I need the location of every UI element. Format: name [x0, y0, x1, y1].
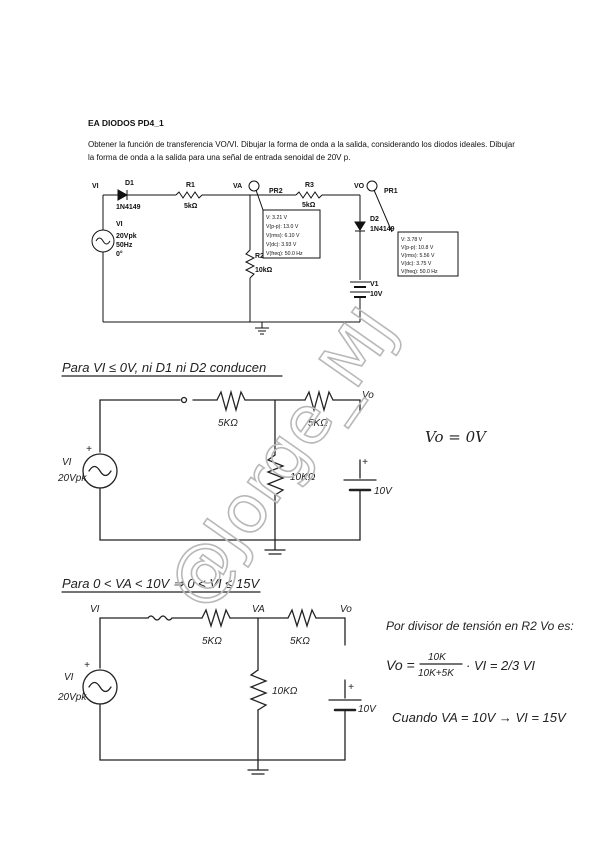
r2-value: 10kΩ	[255, 267, 273, 274]
node-va-label: VA	[233, 183, 242, 190]
case2-battery-plus: +	[348, 682, 354, 693]
v1-value: 10V	[370, 291, 383, 298]
formula-numerator: 10K	[428, 652, 447, 663]
probe1-label: PR1	[384, 188, 398, 195]
case2-node-vi: VI	[90, 604, 100, 615]
case1-r-right: 5KΩ	[308, 418, 328, 429]
pr2-readout-3: V(dc): 3.93 V	[266, 242, 297, 248]
d2-model: 1N4149	[370, 226, 395, 233]
case2-r-right: 5KΩ	[290, 636, 310, 647]
document-title: EA DIODOS PD4_1	[88, 118, 164, 128]
r3-value: 5kΩ	[302, 202, 316, 209]
probe2-label: PR2	[269, 188, 283, 195]
pr1-readout-3: V(dc): 3.75 V	[401, 261, 432, 267]
node-vo-label: VO	[354, 183, 365, 190]
node-vi-label: VI	[92, 183, 99, 190]
formula-denominator: 10K+5K	[418, 668, 455, 679]
pr1-readout-1: V(p-p): 10.8 V	[401, 245, 434, 251]
d2-ref: D2	[370, 216, 379, 223]
pr1-readout-4: V(freq): 50.0 Hz	[401, 269, 438, 275]
r1-value: 5kΩ	[184, 203, 198, 210]
pr2-readout-4: V(freq): 50.0 Hz	[266, 251, 303, 257]
d1-model: 1N4149	[116, 204, 141, 211]
case1-heading: Para VI ≤ 0V, ni D1 ni D2 conducen	[62, 360, 266, 375]
problem-statement: Obtener la función de transferencia VO/V…	[88, 140, 515, 162]
case2-heading: Para 0 < VA < 10V ⇒ 0 < VI ≤ 15V	[62, 576, 260, 591]
vi-ref: VI	[116, 221, 123, 228]
case2-node-vo: Vo	[340, 604, 352, 615]
pr2-readout-0: V: 3.21 V	[266, 215, 288, 221]
pr2-readout-2: V(rms): 6.10 V	[266, 233, 300, 239]
case1-source-amp: 20Vpk	[57, 473, 87, 484]
r3-ref: R3	[305, 182, 314, 189]
formula-rhs: · VI = 2/3 VI	[466, 658, 535, 673]
pr1-readout-2: V(rms): 5.56 V	[401, 253, 435, 259]
pr2-readout-1: V(p-p): 13.0 V	[266, 224, 299, 230]
case2-note2: Cuando VA = 10V → VI = 15V	[392, 710, 567, 725]
case2-r-shunt: 10KΩ	[272, 686, 298, 697]
vi-phase: 0°	[116, 250, 123, 258]
case1-result: Vo = 0V	[425, 428, 488, 446]
r2-ref: R2	[255, 253, 264, 260]
case1-battery-plus: +	[362, 457, 368, 468]
case2-note1: Por divisor de tensión en R2 Vo es:	[386, 619, 574, 633]
vi-freq: 50Hz	[116, 242, 133, 249]
case2-source-label: VI	[64, 672, 74, 683]
case1-plus-sign: +	[86, 444, 92, 455]
d1-ref: D1	[125, 180, 134, 187]
v1-ref: V1	[370, 281, 379, 288]
case1-r-shunt: 10KΩ	[290, 472, 316, 483]
pr1-readout-0: V: 3.78 V	[401, 237, 423, 243]
case2-node-va: VA	[252, 604, 265, 615]
case2-source-amp: 20Vpk	[57, 692, 87, 703]
r1-ref: R1	[186, 182, 195, 189]
case1-battery: 10V	[374, 486, 393, 497]
case1-r-left: 5KΩ	[218, 418, 238, 429]
formula-lhs: Vo =	[386, 657, 415, 673]
case2-plus-sign: +	[84, 660, 90, 671]
case2-battery: 10V	[358, 704, 377, 715]
vi-amp: 20Vpk	[116, 233, 137, 240]
case2-r-left: 5KΩ	[202, 636, 222, 647]
case1-node-vo: Vo	[362, 390, 374, 401]
case1-source-label: VI	[62, 457, 72, 468]
